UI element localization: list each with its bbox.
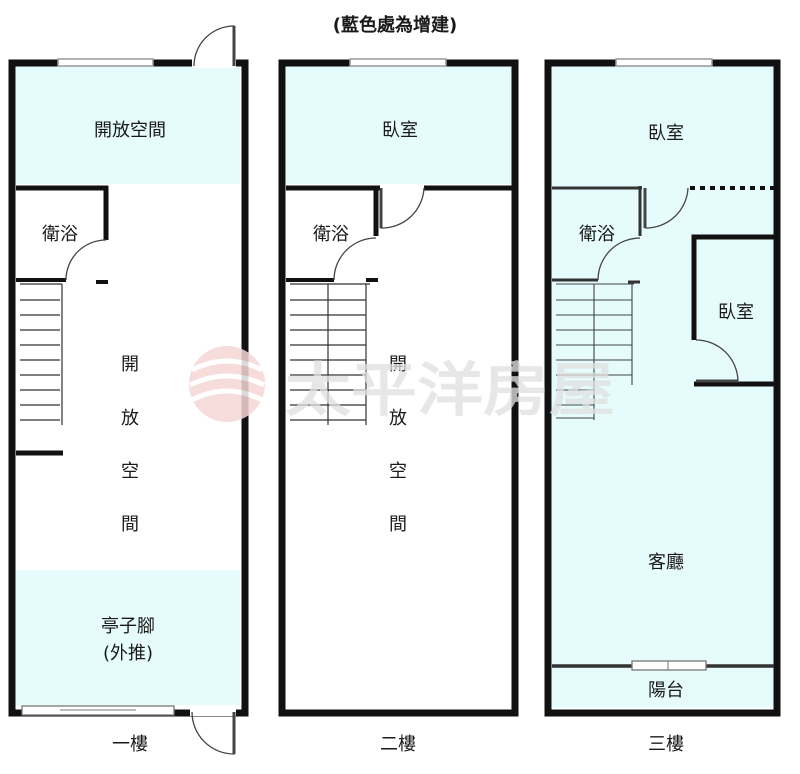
window-top-f2: [349, 58, 447, 67]
floor-3: 臥室 衛浴 臥室 客廳 陽台 三樓: [544, 58, 781, 755]
caption: (藍色處為增建): [333, 14, 457, 36]
room-label-bath-f1: 衛浴: [42, 224, 78, 245]
bath-door-swing-f1: [65, 239, 107, 281]
floor-name-f3: 三樓: [648, 734, 684, 755]
balcony-window-f3: [631, 660, 707, 671]
added-area-top-f1: [16, 66, 240, 184]
room-label-open-space-top-f1: 開放空間: [94, 120, 166, 141]
floor-name-f1: 一樓: [112, 734, 148, 755]
window-top-f3: [615, 58, 713, 67]
bedroom-door-swing-f2: [380, 187, 425, 229]
watermark-logo-wave: [188, 373, 266, 388]
staircase-f2: [290, 283, 370, 425]
side-bedroom-door-swing-f3: [695, 339, 739, 382]
window-top-f1: [57, 58, 154, 67]
door-gap-top-f1: [192, 58, 236, 68]
room-label-bedroom-side-f3: 臥室: [718, 302, 754, 323]
room-label-bath-f3: 衛浴: [579, 224, 615, 245]
watermark-logo-wave: [190, 388, 264, 403]
door-swing-bottom-f1: [191, 711, 235, 755]
watermark: 太平洋房屋: [188, 346, 615, 424]
room-label-main-f1-4: 間: [121, 514, 139, 535]
room-label-main-f2-1: 開: [389, 354, 407, 375]
room-label-main-f1-1: 開: [121, 354, 139, 375]
added-area-top-f2: [286, 66, 512, 184]
room-label-porch-f1: 亭子腳: [101, 616, 155, 637]
bath-door-swing-f3: [597, 237, 641, 281]
watermark-logo: [189, 346, 265, 422]
room-label-balcony-f3: 陽台: [648, 680, 684, 701]
added-area-porch-f1: [16, 570, 240, 705]
room-label-bedroom-f2: 臥室: [382, 120, 418, 141]
room-label-main-f2-2: 放: [389, 408, 407, 429]
staircase-f1: [20, 283, 63, 425]
floor-2: 臥室 衛浴 開 放 空 間 二樓: [278, 58, 519, 755]
room-label-main-f2-3: 空: [389, 461, 407, 482]
room-label-porch-sub-f1: (外推): [103, 643, 153, 664]
watermark-text: 太平洋房屋: [285, 356, 615, 424]
bedroom-door-swing-f3: [644, 187, 689, 229]
room-label-main-f2-4: 間: [389, 514, 407, 535]
door-swing-top-f1: [193, 25, 235, 67]
door-gap-bottom-f1: [190, 706, 236, 716]
bath-door-swing-f2: [333, 237, 377, 281]
room-label-bedroom-top-f3: 臥室: [648, 123, 684, 144]
staircase-f3: [556, 283, 634, 420]
watermark-logo-wave: [190, 358, 264, 373]
added-area-f3: [552, 66, 774, 708]
room-label-main-f1-3: 空: [121, 461, 139, 482]
room-label-living-f3: 客廳: [648, 552, 684, 573]
room-label-main-f1-2: 放: [121, 408, 139, 429]
side-bedroom-wall-f3: [691, 234, 774, 340]
floor-1: 開放空間 衛浴 開 放 空 間 亭子腳 (外推) 一樓: [8, 25, 249, 755]
floor-name-f2: 二樓: [380, 734, 416, 755]
room-label-bath-f2: 衛浴: [313, 224, 349, 245]
